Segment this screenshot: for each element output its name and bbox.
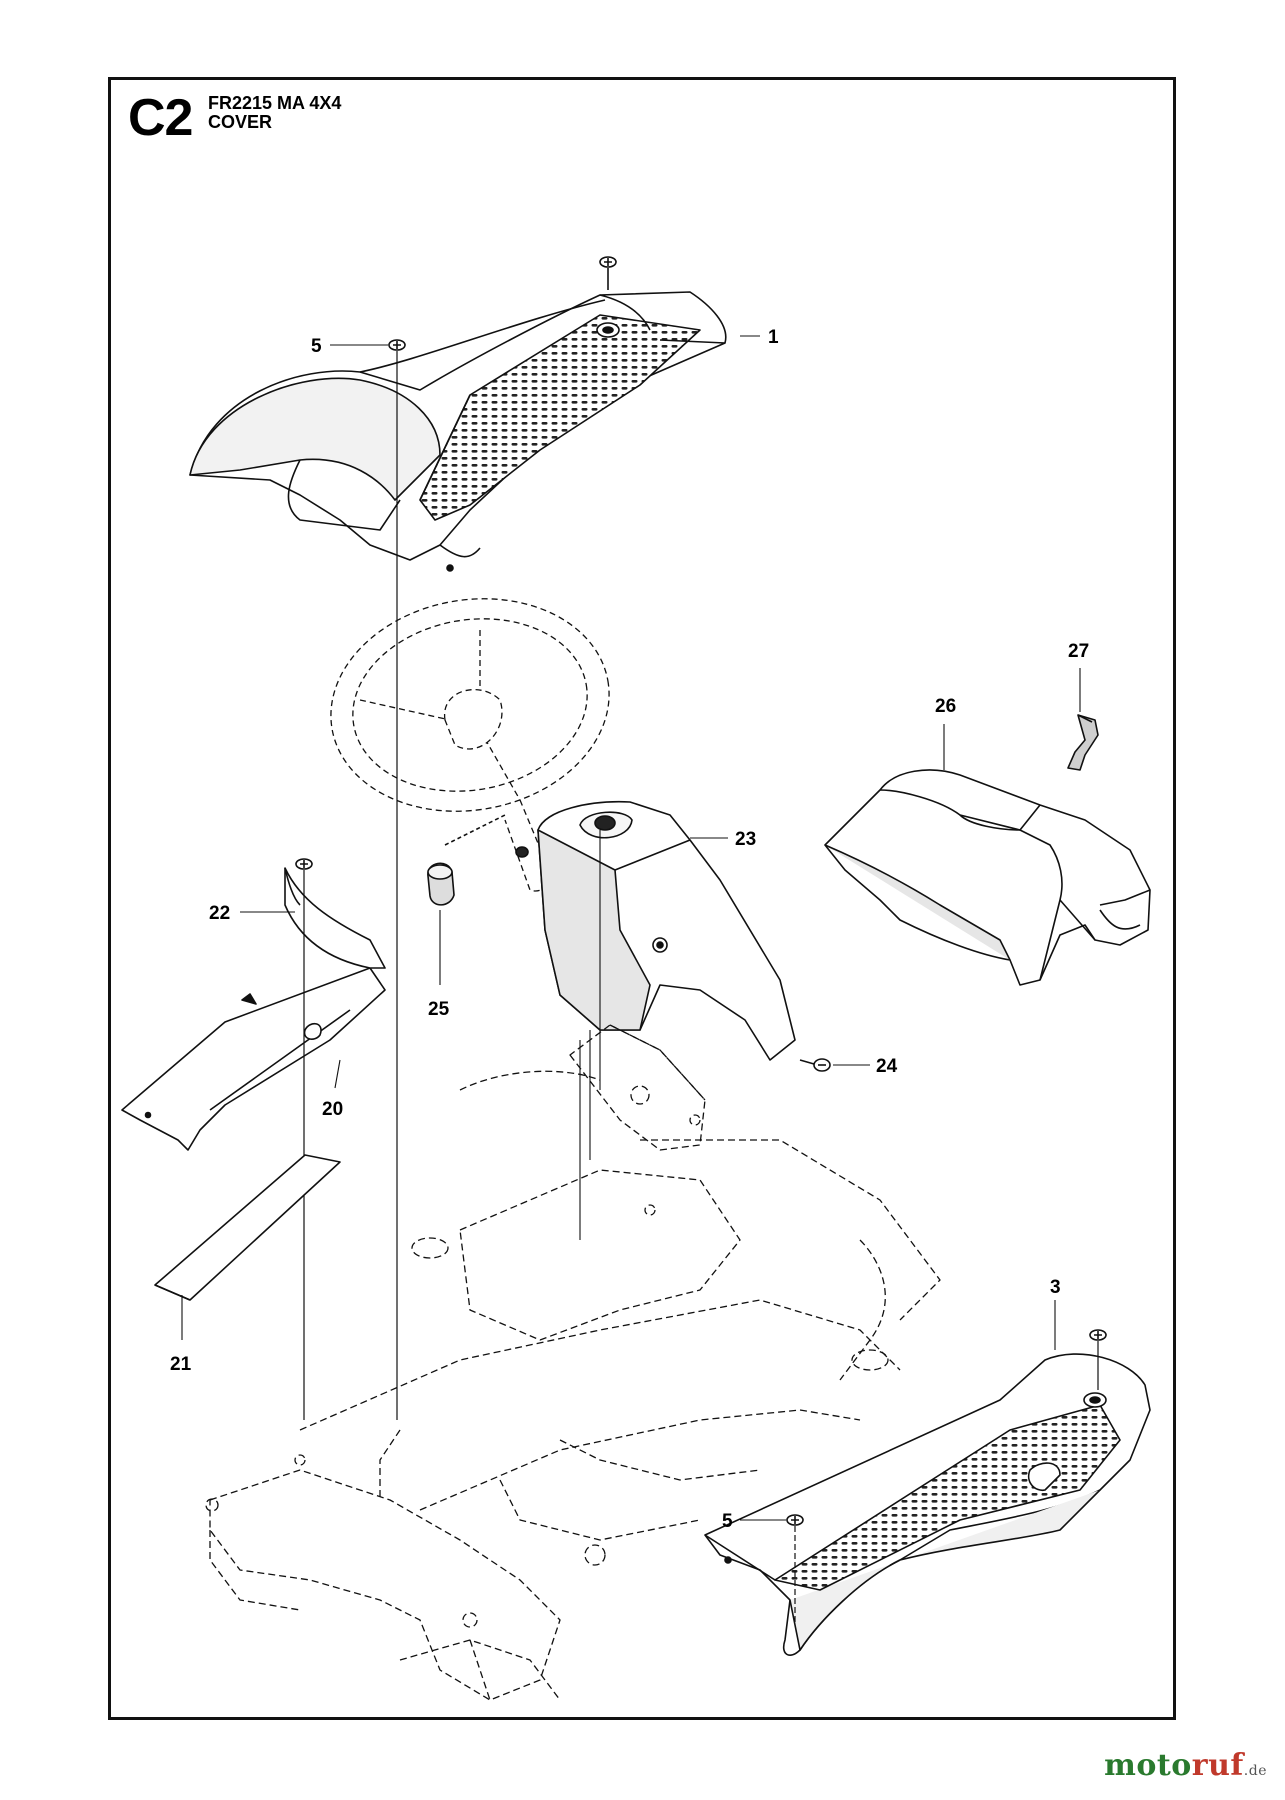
callout-5-lower: 5 xyxy=(722,1511,733,1532)
part-23-column-cover xyxy=(515,800,796,1240)
part-20-panel xyxy=(121,867,386,1151)
part-3-lower-cover xyxy=(704,1353,1151,1656)
callout-25: 25 xyxy=(428,999,450,1020)
page-code: C2 xyxy=(128,89,193,147)
callout-1: 1 xyxy=(768,327,779,348)
part-1-upper-cover xyxy=(189,291,727,572)
part-26-rear-cover xyxy=(824,769,1151,986)
diagram-frame xyxy=(108,77,1176,1720)
chassis-frame-reference xyxy=(205,1024,941,1701)
callout-labels: 1 3 5 5 20 21 22 23 24 25 26 27 xyxy=(170,327,1089,1532)
screw-part-22 xyxy=(295,858,313,1420)
part-21-strip xyxy=(154,1154,341,1301)
leader-lines xyxy=(181,335,1081,1521)
screw-part-3-top xyxy=(1089,1329,1107,1390)
screw-part-5-lower xyxy=(786,1514,804,1625)
callout-26: 26 xyxy=(935,696,956,717)
callout-24: 24 xyxy=(876,1056,898,1077)
screw-part-1-top xyxy=(599,256,617,290)
callout-20: 20 xyxy=(322,1099,343,1120)
part-27-clip xyxy=(1067,714,1099,771)
callout-21: 21 xyxy=(170,1354,192,1375)
model-name: FR2215 MA 4X4 xyxy=(208,93,342,113)
watermark-logo: motoruf.de xyxy=(1104,1748,1267,1783)
section-title: COVER xyxy=(208,112,273,132)
screw-part-5-upper xyxy=(388,339,406,1420)
part-25-knob xyxy=(427,814,506,906)
callout-22: 22 xyxy=(209,903,230,924)
callout-5-upper: 5 xyxy=(311,336,322,357)
callout-27: 27 xyxy=(1068,641,1089,662)
screw-part-24 xyxy=(799,1058,831,1072)
callout-23: 23 xyxy=(735,829,756,850)
callout-3: 3 xyxy=(1050,1277,1061,1298)
